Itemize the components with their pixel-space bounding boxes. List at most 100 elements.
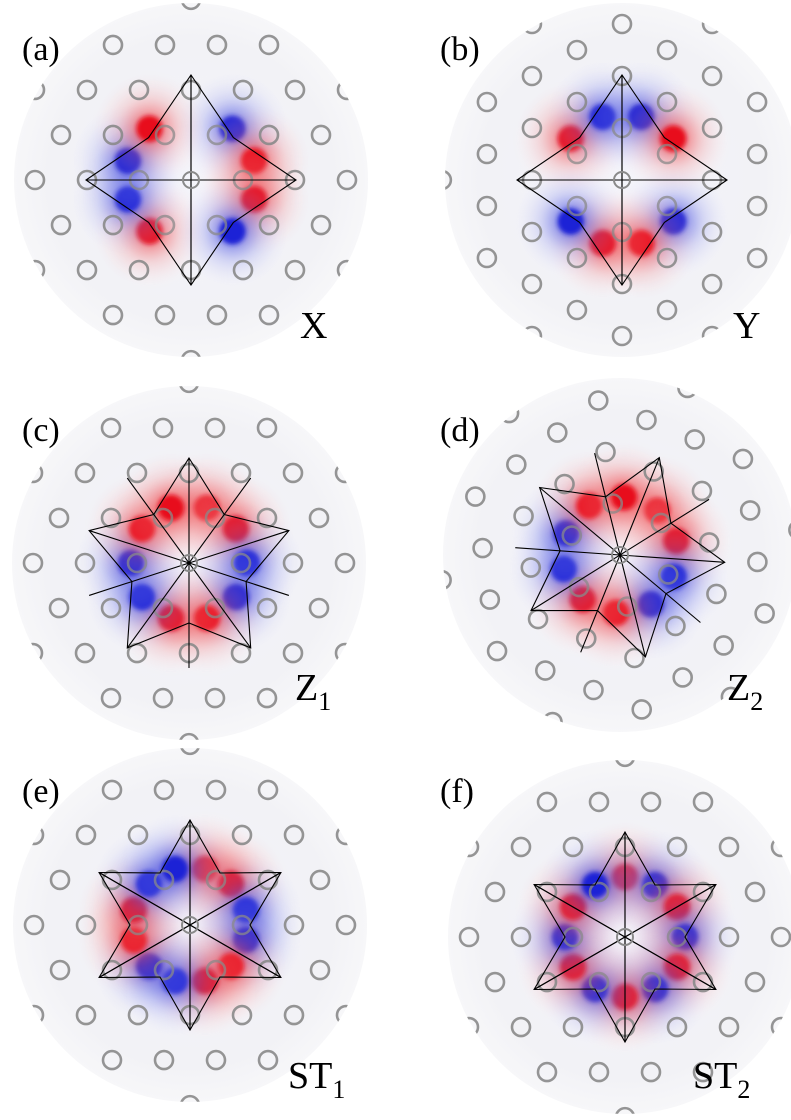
air-hole [666, 1016, 688, 1038]
panel-f-mode-label: ST2 [693, 1055, 750, 1104]
air-hole [127, 824, 149, 846]
air-hole [746, 195, 768, 217]
air-hole [282, 462, 304, 484]
air-hole [554, 473, 575, 495]
air-hole [640, 791, 662, 813]
air-hole [788, 519, 791, 541]
air-hole [476, 143, 498, 165]
air-hole [127, 1004, 149, 1026]
air-hole [334, 552, 356, 574]
air-hole [74, 462, 96, 484]
negative-field-lobe [161, 855, 188, 882]
air-hole [308, 507, 330, 529]
air-hole [701, 117, 723, 139]
air-hole [256, 417, 278, 439]
air-hole [179, 748, 201, 756]
air-hole [583, 679, 604, 701]
air-hole [178, 386, 200, 394]
air-hole [230, 552, 252, 574]
air-hole [458, 926, 480, 948]
air-hole [521, 221, 543, 243]
air-hole [283, 1004, 305, 1026]
air-hole [256, 597, 278, 619]
air-hole [100, 417, 122, 439]
air-hole [656, 39, 678, 61]
star-spoke-line [533, 884, 717, 990]
air-hole [566, 91, 588, 113]
air-hole [257, 1049, 279, 1071]
air-hole [718, 1016, 740, 1038]
air-hole [48, 507, 70, 529]
air-hole [127, 914, 149, 936]
air-hole [257, 779, 279, 801]
panel-a-mode-name: X [300, 305, 327, 347]
air-hole [258, 214, 280, 236]
center-hole [180, 554, 198, 572]
panel-f-mode-subscript: 2 [737, 1075, 750, 1104]
panel-a-label: (a) [22, 31, 60, 68]
air-hole [521, 65, 543, 87]
air-hole [718, 836, 740, 858]
air-hole [656, 195, 678, 217]
air-hole [718, 926, 740, 948]
air-hole [624, 647, 645, 669]
air-hole [701, 65, 723, 87]
air-hole [692, 791, 714, 813]
air-hole [476, 91, 498, 113]
panel-b-mode-name: Y [733, 305, 760, 347]
air-hole [336, 169, 358, 191]
air-hole [465, 486, 486, 507]
panel-b-mode-label: Y [733, 305, 760, 347]
air-hole [308, 597, 330, 619]
air-hole [204, 417, 226, 439]
air-hole [230, 462, 252, 484]
panel-d-label: (d) [440, 412, 480, 449]
air-hole [154, 304, 176, 326]
panel-e-mode-name: ST [288, 1055, 332, 1097]
air-hole [656, 143, 678, 165]
air-hole [754, 603, 775, 624]
air-hole [510, 836, 532, 858]
air-hole [770, 926, 791, 948]
air-hole [561, 525, 583, 546]
air-hole [640, 1061, 662, 1083]
panel-f: (f) ST2 [440, 760, 791, 1114]
air-hole [616, 596, 638, 617]
air-hole [746, 143, 768, 165]
air-hole [566, 39, 588, 61]
air-hole [180, 3, 202, 11]
air-hole [283, 914, 305, 936]
panel-e: (e) ST1 [13, 748, 367, 1104]
air-hole [513, 505, 534, 527]
air-hole [656, 91, 678, 113]
air-hole [231, 824, 253, 846]
air-hole [701, 221, 723, 243]
panel-e-star-outline [98, 818, 282, 1032]
positive-field-lobe [611, 484, 638, 511]
panel-e-label: (e) [22, 773, 60, 810]
air-hole [732, 448, 754, 470]
air-hole [588, 791, 610, 813]
air-hole [476, 195, 498, 217]
air-hole [283, 824, 305, 846]
air-hole [666, 926, 688, 948]
air-hole [445, 169, 453, 191]
air-hole [178, 732, 200, 740]
air-hole [153, 959, 175, 981]
air-hole [443, 569, 452, 591]
center-hole [182, 171, 200, 189]
star-spoke-line [98, 872, 282, 978]
air-hole [588, 881, 610, 903]
panel-f-air-holes [458, 760, 791, 1114]
air-hole [479, 589, 501, 610]
air-hole [128, 259, 150, 281]
panel-c-mode-label: Z1 [295, 667, 331, 716]
air-hole [154, 124, 176, 146]
air-hole [258, 304, 280, 326]
air-hole [49, 959, 71, 981]
panel-e-mode-subscript: 1 [332, 1075, 345, 1104]
air-hole [665, 615, 686, 637]
center-hole [181, 916, 199, 934]
air-hole [611, 13, 633, 35]
